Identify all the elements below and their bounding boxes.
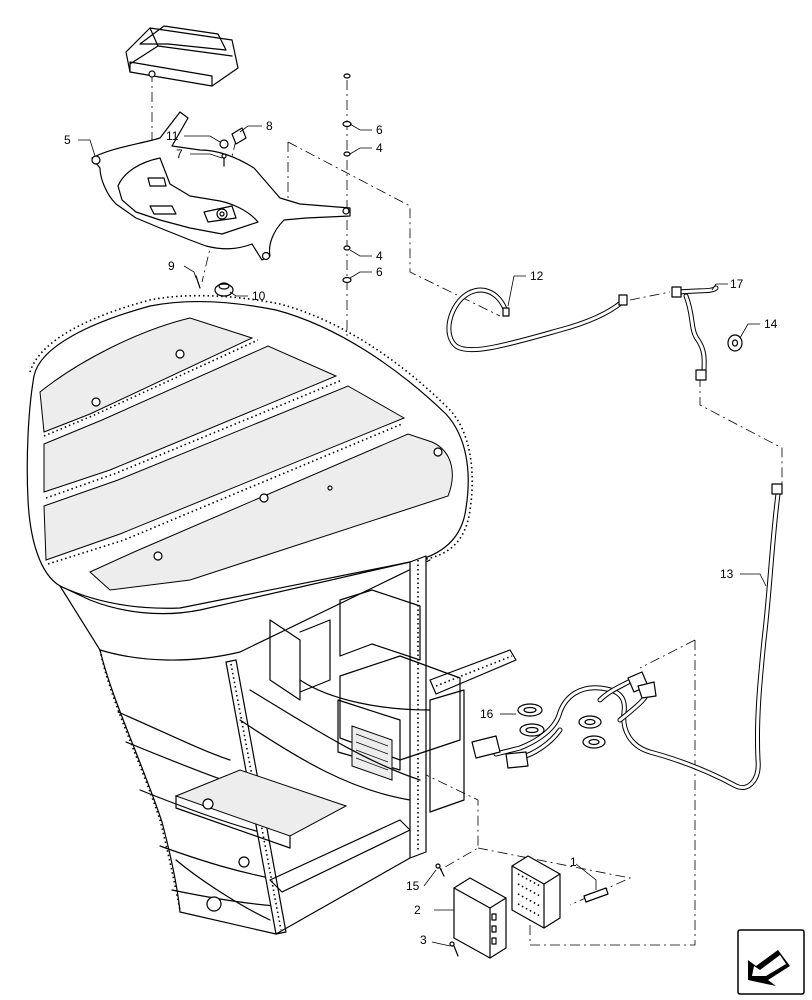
callout-12: 12 (530, 269, 544, 283)
cab-body (99, 555, 517, 935)
callout-3: 3 (420, 933, 427, 947)
leader-lines (78, 123, 767, 947)
screws (435, 863, 459, 957)
callout-4b: 4 (376, 249, 383, 263)
callout-1: 1 (570, 855, 577, 869)
harness-13 (471, 483, 783, 790)
callout-8: 8 (266, 119, 273, 133)
callout-14: 14 (764, 317, 778, 331)
cab-roof (26, 294, 473, 661)
callout-6b: 6 (376, 265, 383, 279)
callout-11: 11 (166, 129, 179, 143)
callout-4a: 4 (376, 141, 383, 155)
callout-16: 16 (480, 707, 494, 721)
callout-13: 13 (720, 567, 734, 581)
callout-7: 7 (176, 147, 183, 161)
callout-10: 10 (252, 289, 266, 303)
harness-17 (629, 285, 719, 381)
callout-labels: 1 2 3 4 4 5 6 6 7 8 9 10 11 12 13 14 15 … (64, 119, 778, 947)
controller-unit (511, 855, 561, 929)
callout-9: 9 (168, 259, 175, 273)
control-module-2 (453, 877, 507, 959)
callout-17: 17 (730, 277, 744, 291)
harness-12 (446, 287, 628, 353)
grommet-14 (727, 334, 743, 352)
arrow-nav-icon[interactable] (737, 929, 805, 995)
fuse-1 (583, 887, 609, 903)
receiver-module (125, 25, 239, 87)
callout-15: 15 (406, 879, 420, 893)
cable-ties-16 (517, 703, 606, 749)
callout-2: 2 (414, 903, 421, 917)
callout-5: 5 (64, 133, 71, 147)
mounting-bracket (91, 111, 351, 261)
callout-6a: 6 (376, 123, 383, 137)
